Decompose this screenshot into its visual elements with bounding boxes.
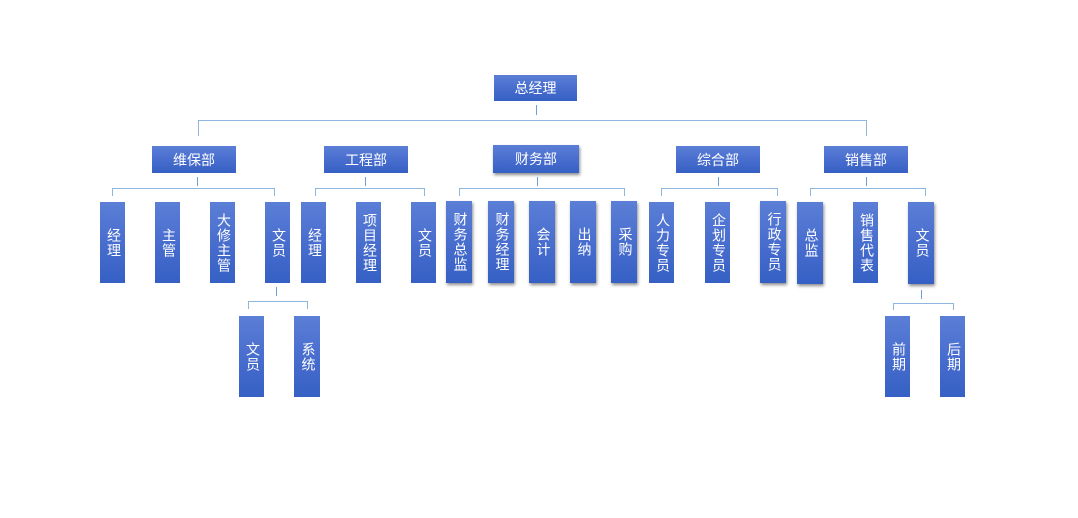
node-caiwu-finance-manager[interactable]: 财务经理: [488, 201, 514, 283]
connector: [248, 301, 249, 309]
node-xiaoshou-sales-rep[interactable]: 销售代表: [853, 202, 878, 283]
node-gongcheng-clerk[interactable]: 文员: [411, 202, 436, 283]
connector: [718, 177, 719, 186]
connector: [661, 188, 778, 189]
node-dept-caiwu[interactable]: 财务部: [493, 145, 579, 173]
connector: [315, 188, 425, 189]
node-weibao-sub-clerk[interactable]: 文员: [239, 316, 264, 397]
node-dept-weibao[interactable]: 维保部: [152, 146, 236, 173]
connector: [112, 188, 113, 196]
node-dept-xiaoshou[interactable]: 销售部: [824, 146, 908, 173]
connector: [274, 188, 275, 196]
node-zonghe-planning[interactable]: 企划专员: [705, 202, 730, 283]
connector: [777, 188, 778, 196]
node-general-manager[interactable]: 总经理: [494, 75, 577, 101]
connector: [197, 177, 198, 186]
node-zonghe-hr[interactable]: 人力专员: [649, 202, 674, 283]
node-weibao-manager[interactable]: 经理: [100, 202, 125, 283]
connector: [921, 290, 922, 299]
connector: [112, 188, 275, 189]
connector: [307, 301, 308, 309]
connector: [537, 177, 538, 186]
connector: [459, 188, 625, 189]
connector: [536, 105, 537, 115]
connector: [198, 120, 199, 136]
connector: [810, 188, 926, 189]
connector: [276, 287, 277, 296]
node-weibao-supervisor[interactable]: 主管: [155, 202, 180, 283]
connector: [424, 188, 425, 196]
connector: [624, 188, 625, 196]
node-caiwu-cfo[interactable]: 财务总监: [446, 201, 472, 283]
connector: [315, 188, 316, 196]
node-caiwu-accountant[interactable]: 会计: [529, 201, 555, 283]
node-zonghe-admin[interactable]: 行政专员: [760, 201, 786, 283]
connector: [810, 188, 811, 196]
node-xiaoshou-sub-late[interactable]: 后期: [940, 316, 965, 397]
node-weibao-overhaul-supervisor[interactable]: 大修主管: [210, 202, 235, 283]
node-caiwu-cashier[interactable]: 出纳: [570, 201, 596, 283]
connector: [925, 188, 926, 196]
connector: [198, 120, 867, 121]
connector: [953, 303, 954, 310]
node-dept-zonghe[interactable]: 综合部: [676, 146, 760, 173]
node-caiwu-purchasing[interactable]: 采购: [611, 201, 637, 283]
connector: [866, 177, 867, 186]
connector: [661, 188, 662, 196]
node-dept-gongcheng[interactable]: 工程部: [324, 146, 408, 173]
node-weibao-clerk[interactable]: 文员: [265, 202, 290, 283]
node-xiaoshou-sub-early[interactable]: 前期: [885, 316, 910, 397]
node-xiaoshou-director[interactable]: 总监: [797, 202, 823, 284]
connector: [365, 177, 366, 186]
node-xiaoshou-clerk[interactable]: 文员: [908, 202, 934, 284]
connector: [248, 301, 308, 302]
node-gongcheng-project-manager[interactable]: 项目经理: [356, 202, 381, 283]
connector: [893, 303, 894, 310]
connector: [459, 188, 460, 196]
node-gongcheng-manager[interactable]: 经理: [301, 202, 326, 283]
connector: [893, 303, 954, 304]
node-weibao-sub-system[interactable]: 系统: [294, 316, 320, 397]
connector: [866, 120, 867, 136]
